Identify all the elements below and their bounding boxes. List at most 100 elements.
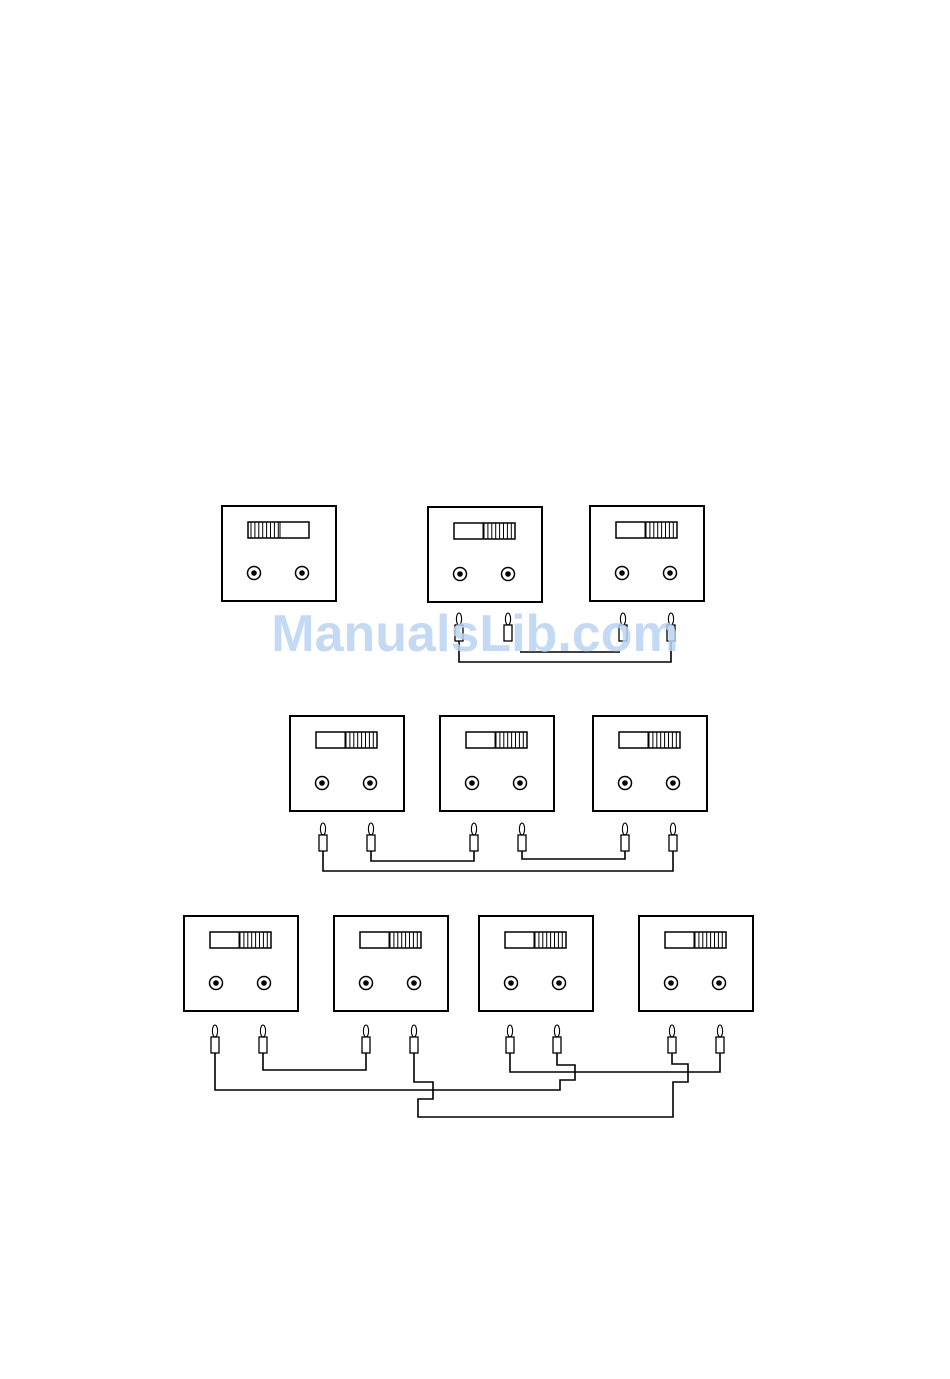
unit-panel: [184, 916, 298, 1011]
terminal-right: [364, 777, 377, 790]
banana-plug: [553, 1025, 561, 1053]
terminal-dot: [411, 980, 417, 986]
plug-tip: [368, 823, 373, 835]
plug-tip: [717, 1025, 722, 1037]
plug-tip: [669, 1025, 674, 1037]
terminal-dot: [517, 780, 523, 786]
terminal-right: [664, 567, 677, 580]
banana-plug: [410, 1025, 418, 1053]
terminal-left: [210, 977, 223, 990]
terminal-left: [248, 567, 261, 580]
wires-layer: [215, 641, 720, 1117]
terminal-left: [619, 777, 632, 790]
plug-body: [504, 625, 512, 641]
plug-tip: [668, 613, 673, 625]
terminal-left: [466, 777, 479, 790]
terminal-dot: [667, 570, 673, 576]
terminal-dot: [619, 570, 625, 576]
unit-row-1: [222, 506, 704, 602]
banana-plug: [668, 1025, 676, 1053]
banana-plug: [621, 823, 629, 851]
plug-tip: [456, 613, 461, 625]
banana-plug: [716, 1025, 724, 1053]
banana-plug: [367, 823, 375, 851]
terminal-dot: [319, 780, 325, 786]
banana-plug: [667, 613, 675, 641]
connecting-wire: [371, 851, 474, 861]
power-unit: [639, 916, 753, 1011]
terminal-dot: [622, 780, 628, 786]
plug-body: [211, 1037, 219, 1053]
unit-panel: [593, 716, 707, 811]
plug-tip: [620, 613, 625, 625]
power-unit: [222, 506, 336, 601]
plug-body: [518, 835, 526, 851]
plug-body: [669, 835, 677, 851]
terminal-right: [258, 977, 271, 990]
plug-body: [668, 1037, 676, 1053]
unit-panel: [479, 916, 593, 1011]
plug-tip: [670, 823, 675, 835]
power-unit: [590, 506, 704, 601]
terminal-right: [553, 977, 566, 990]
terminal-dot: [670, 780, 676, 786]
banana-plug: [518, 823, 526, 851]
terminal-dot: [469, 780, 475, 786]
power-unit: [184, 916, 298, 1011]
unit-panel: [428, 507, 542, 602]
plug-body: [362, 1037, 370, 1053]
banana-plug: [669, 823, 677, 851]
terminal-dot: [716, 980, 722, 986]
plug-tip: [363, 1025, 368, 1037]
terminal-dot: [251, 570, 257, 576]
plug-tip: [519, 823, 524, 835]
plug-body: [259, 1037, 267, 1053]
plug-body: [619, 625, 627, 641]
connecting-wire: [263, 1053, 366, 1070]
plug-body: [506, 1037, 514, 1053]
banana-plug: [319, 823, 327, 851]
banana-plug: [619, 613, 627, 641]
units-layer: [184, 506, 753, 1011]
plug-body: [716, 1037, 724, 1053]
unit-row-2: [290, 716, 707, 811]
power-unit: [428, 507, 542, 602]
terminal-left: [454, 568, 467, 581]
plug-tip: [471, 823, 476, 835]
plug-tip: [260, 1025, 265, 1037]
unit-panel: [334, 916, 448, 1011]
terminal-dot: [367, 780, 373, 786]
terminal-dot: [457, 571, 463, 577]
unit-panel: [590, 506, 704, 601]
banana-plug: [506, 1025, 514, 1053]
terminal-dot: [363, 980, 369, 986]
plug-tip: [505, 613, 510, 625]
power-unit: [334, 916, 448, 1011]
plug-body: [553, 1037, 561, 1053]
unit-panel: [639, 916, 753, 1011]
terminal-left: [616, 567, 629, 580]
terminal-right: [296, 567, 309, 580]
unit-panel: [290, 716, 404, 811]
plug-body: [410, 1037, 418, 1053]
terminal-left: [665, 977, 678, 990]
plug-body: [470, 835, 478, 851]
unit-panel: [222, 506, 336, 601]
power-unit: [479, 916, 593, 1011]
plug-tip: [554, 1025, 559, 1037]
plug-body: [319, 835, 327, 851]
plug-tip: [622, 823, 627, 835]
terminal-dot: [505, 571, 511, 577]
plug-tip: [212, 1025, 217, 1037]
banana-plug: [455, 613, 463, 641]
terminal-dot: [261, 980, 267, 986]
plug-body: [367, 835, 375, 851]
banana-plug: [259, 1025, 267, 1053]
terminal-right: [713, 977, 726, 990]
terminal-dot: [299, 570, 305, 576]
terminal-left: [360, 977, 373, 990]
connecting-wire: [522, 851, 625, 859]
terminal-right: [667, 777, 680, 790]
banana-plug: [470, 823, 478, 851]
